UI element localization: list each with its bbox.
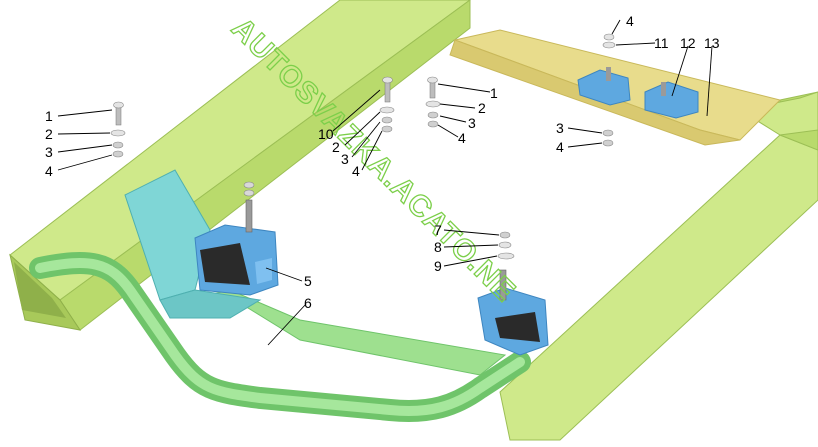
right-engine-mount [477, 269, 549, 356]
callout-10: 10 [318, 126, 334, 142]
callout-2: 2 [45, 126, 53, 142]
washer-stack-top-right [602, 33, 616, 49]
callout-7: 7 [434, 222, 442, 238]
callout-1: 1 [45, 108, 53, 124]
left-engine-bracket [124, 169, 262, 319]
bolt-stack-left [110, 101, 126, 158]
callout-6: 6 [304, 295, 312, 311]
callout-5: 5 [304, 273, 312, 289]
leader-lines [57, 19, 713, 346]
right-frame-rail [499, 91, 818, 441]
callout-2: 2 [332, 139, 340, 155]
callout-4: 4 [352, 163, 360, 179]
callout-13: 13 [704, 35, 720, 51]
callout-9: 9 [434, 258, 442, 274]
callout-2: 2 [478, 100, 486, 116]
bolt-stack-right-center [425, 76, 441, 128]
washer-stack-right [602, 129, 614, 147]
callout-4: 4 [626, 13, 634, 29]
callout-3: 3 [45, 144, 53, 160]
front-crossmember-tube [29, 252, 531, 422]
callout-4: 4 [556, 139, 564, 155]
callout-3: 3 [468, 115, 476, 131]
callout-4: 4 [45, 163, 53, 179]
callout-4: 4 [458, 130, 466, 146]
callout-3: 3 [341, 151, 349, 167]
left-engine-mount [194, 181, 279, 296]
callout-8: 8 [434, 239, 442, 255]
rear-transmission-mounts [577, 67, 699, 119]
callout-12: 12 [680, 35, 696, 51]
callout-labels: 1 2 3 4 10 2 3 4 1 2 3 4 4 11 12 13 3 4 … [45, 13, 720, 311]
callout-3: 3 [556, 120, 564, 136]
washer-stack-7-8-9 [497, 231, 515, 260]
callout-11: 11 [654, 35, 669, 51]
bolt-stack-center [379, 76, 395, 133]
callout-1: 1 [490, 85, 498, 101]
